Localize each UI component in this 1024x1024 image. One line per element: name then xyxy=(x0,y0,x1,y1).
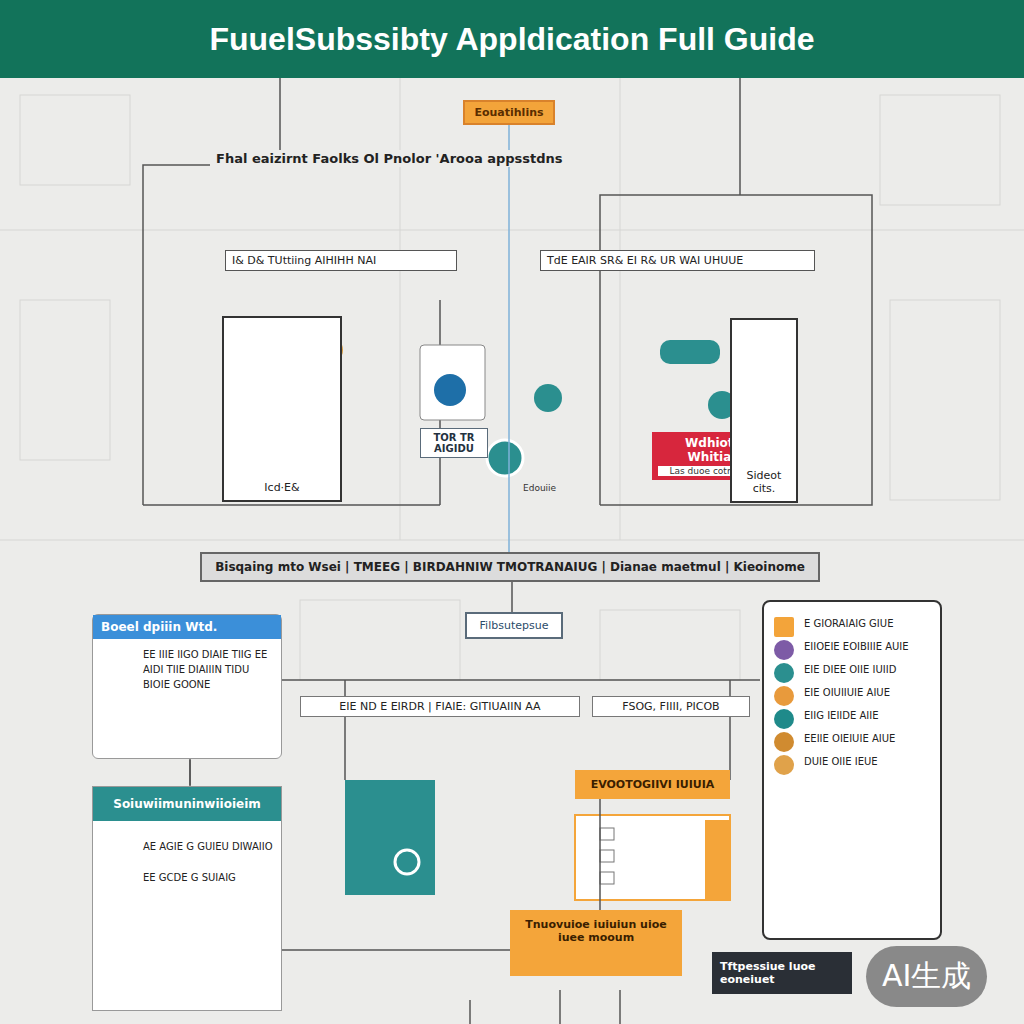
blueprint-grid xyxy=(0,78,1024,680)
label-box: I& D& TUttiing AIHIHH NAI xyxy=(225,250,457,271)
info-card: Soiuwiimuninwiioieim AE AGIE G GUIEU DIWA… xyxy=(92,786,282,1011)
label-box: TdE EAIR SR& EI R& UR WAI UHUUE xyxy=(540,250,815,271)
list-card: E GIORAIAIG GIUEEIIOEIE EOIBIIIE AUIEEIE… xyxy=(762,600,942,940)
title-bar xyxy=(0,0,1024,78)
node-text: I& D& TUttiing AIHIHH NAI xyxy=(232,254,450,267)
node-text: EVOOTOGIIVI IUIUIA xyxy=(583,778,722,791)
node-text: FSOG, FIIII, PICOB xyxy=(599,700,743,713)
node-text: Sideot cits. xyxy=(738,469,790,495)
image-card: Sideot cits. xyxy=(730,318,798,503)
dark-box: Tftpessiue luoe eoneiuet xyxy=(712,952,852,994)
node-text: DUIE OIIE IEUE xyxy=(772,750,932,773)
small-box: TOR TR AIGIDU xyxy=(420,428,488,458)
title: FuuelSubssibty Appldication Full Guide xyxy=(0,0,1024,78)
node-text: AE AGIE G GUIEU DIWAIIO xyxy=(93,831,281,862)
connector xyxy=(511,582,513,612)
node-text: Bisqaing mto Wsei | TMEEG | BIRDAHNIW TM… xyxy=(210,560,810,574)
node-text: Tnuovuioe iuiuiun uioe iuee mooum xyxy=(518,918,674,944)
orange-ladder xyxy=(575,815,730,900)
connector xyxy=(189,759,191,786)
label-strip: FSOG, FIIII, PICOB xyxy=(592,696,750,717)
info-card: Boeel dpiiin Wtd. EE IIIE IIGO DIAIE TIIG… xyxy=(92,614,282,759)
node-text: EIIG IEIIDE AIIE xyxy=(772,704,932,727)
node-text: Boeel dpiiin Wtd. xyxy=(93,615,281,639)
image-card: Icd·E& xyxy=(222,316,342,502)
node-text: Filbsutepsue xyxy=(472,619,556,632)
step-band: Bisqaing mto Wsei | TMEEG | BIRDAHNIW TM… xyxy=(200,552,820,582)
node-text: E GIORAIAIG GIUE xyxy=(772,612,932,635)
node-text: Eouatihlins xyxy=(471,106,547,119)
connector xyxy=(508,125,510,552)
center-icons xyxy=(420,345,562,476)
node-text: Soiuwiimuninwiioieim xyxy=(93,787,281,821)
node-text: Tftpessiue luoe eoneiuet xyxy=(720,960,844,986)
node-text: EE GCDE G SUIAIG xyxy=(93,862,281,893)
header-strip-text: Fhal eaizirnt Faolks Ol Pnolor 'Arooa ap… xyxy=(212,150,567,167)
node-text: EIE DIEE OIIE IUIID xyxy=(772,658,932,681)
node-text: EIIOEIE EOIBIIIE AUIE xyxy=(772,635,932,658)
icon-caption: Edouiie xyxy=(520,482,559,494)
node-text: EEIIE OIEIUIE AIUE xyxy=(772,727,932,750)
connector xyxy=(599,799,601,910)
node-text: EIE OIUIIUIE AIUE xyxy=(772,681,932,704)
tag-box: Eouatihlins xyxy=(463,100,555,125)
node-text: EIE ND E EIRDR | FIAIE: GITIUAIIN AA xyxy=(307,700,573,713)
watermark: AI生成 xyxy=(866,946,987,1007)
node-text: TOR TR AIGIDU xyxy=(424,432,484,454)
step-box: Filbsutepsue xyxy=(465,612,563,639)
node-text: TdE EAIR SR& EI R& UR WAI UHUUE xyxy=(547,254,808,267)
node-text: Icd·E& xyxy=(230,481,334,494)
orange-box: Tnuovuioe iuiuiun uioe iuee mooum xyxy=(510,910,682,976)
orange-box: EVOOTOGIIVI IUIUIA xyxy=(575,770,730,799)
label-strip: EIE ND E EIRDR | FIAIE: GITIUAIIN AA xyxy=(300,696,580,717)
node-text: EE IIIE IIGO DIAIE TIIG EE AIDI TIIE DIA… xyxy=(93,647,281,692)
teal-square xyxy=(345,780,435,895)
